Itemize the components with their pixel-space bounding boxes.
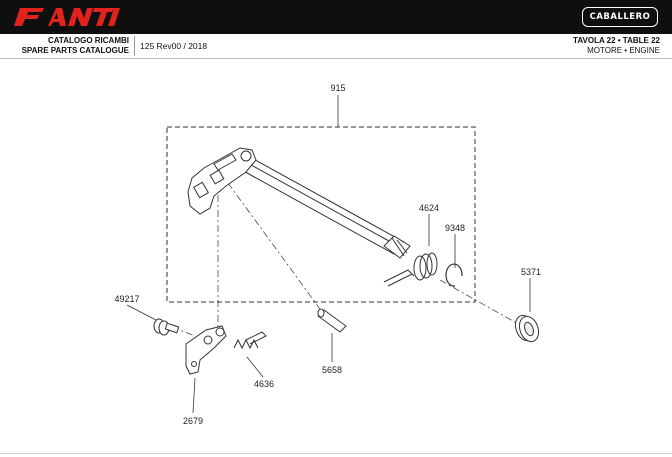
axis-shaft-to-seal xyxy=(439,279,521,326)
top-bar: CABALLERO xyxy=(0,0,672,34)
callout-49217: 49217 xyxy=(114,294,139,304)
callout-2679: 2679 xyxy=(183,416,203,426)
shift-selector-plate xyxy=(187,147,257,215)
callout-5658: 5658 xyxy=(322,365,342,375)
axis-shaft-to-pin xyxy=(227,182,329,321)
stopper-lever-2679 xyxy=(185,325,227,375)
catalogue-title: CATALOGO RICAMBI SPARE PARTS CATALOGUE xyxy=(0,36,129,56)
callout-4624: 4624 xyxy=(419,203,439,213)
callout-5371: 5371 xyxy=(521,267,541,277)
leader-49217 xyxy=(126,304,157,321)
revision-label: 125 Rev00 / 2018 xyxy=(140,41,208,51)
callout-9348: 9348 xyxy=(445,223,465,233)
leader-2679 xyxy=(192,377,196,414)
spring-4636 xyxy=(233,331,267,350)
gear-shift-shaft xyxy=(237,155,411,259)
callout-4636: 4636 xyxy=(254,379,274,389)
pin-5658 xyxy=(317,308,347,333)
circlip-9348 xyxy=(445,263,463,287)
catalogue-title-it: CATALOGO RICAMBI xyxy=(47,36,129,45)
section-name: MOTORE • ENGINE xyxy=(587,46,660,55)
header-separator xyxy=(134,36,135,56)
table-number: TAVOLA 22 • TABLE 22 xyxy=(573,36,660,45)
assembly-915-boundary xyxy=(166,126,476,303)
leader-4636 xyxy=(246,356,264,378)
callout-915: 915 xyxy=(330,83,345,93)
table-info: TAVOLA 22 • TABLE 22 MOTORE • ENGINE xyxy=(573,36,660,56)
catalogue-info-row: CATALOGO RICAMBI SPARE PARTS CATALOGUE 1… xyxy=(0,34,672,59)
return-spring-4624 xyxy=(383,252,438,287)
exploded-parts-diagram: 915 4624 9348 5371 49217 5658 4636 2679 xyxy=(114,83,541,426)
oil-seal-5371 xyxy=(514,314,540,343)
bolt-49217 xyxy=(153,318,180,336)
model-badge: CABALLERO xyxy=(582,7,658,27)
catalogue-title-en: SPARE PARTS CATALOGUE xyxy=(21,46,129,55)
fantic-logo xyxy=(14,8,120,26)
footer-rule xyxy=(0,453,672,454)
